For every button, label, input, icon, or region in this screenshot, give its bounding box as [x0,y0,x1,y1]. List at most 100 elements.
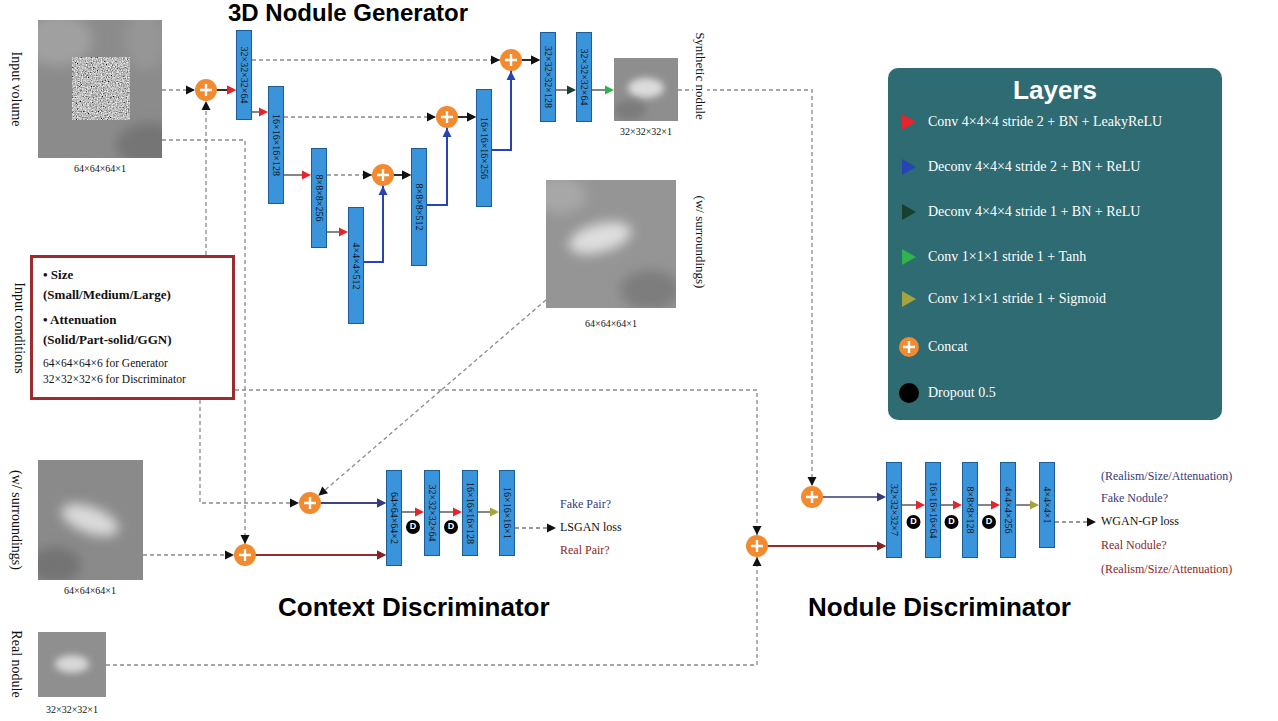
arrowhead [531,56,540,65]
ct-texture [116,123,162,158]
connector-line [200,400,310,503]
legend-swatch [898,288,920,310]
legend-title: Layers [1013,76,1097,105]
arrowhead [290,499,299,508]
concat-symbol [436,106,458,128]
arrowhead [363,171,372,180]
plus-mark [505,54,517,66]
layer-triangle [902,159,916,175]
connector [327,171,411,180]
layer-dims: 4×4×4×256 [1003,487,1014,534]
connector-line [427,117,447,205]
layer-block: 16×16×16×64 [925,462,941,558]
dimension-caption: 32×32×32×1 [620,126,672,137]
arrowhead [427,113,436,122]
connector [678,90,886,502]
layer-block: 32×32×32×64 [576,32,592,122]
connector [478,508,499,517]
ct-image-panel: (w/ surroundings)64×64×64×1 [546,180,676,308]
real-nodule-image [38,632,106,697]
ct-background [614,58,678,121]
arrowhead [531,56,540,65]
dropout-letter: D [410,522,417,532]
ct-texture [620,270,676,308]
arrowhead [507,71,516,80]
connector [902,501,925,510]
dropout-symbol [907,515,921,529]
side-label: (w/ surroundings) [8,470,23,570]
layer-dims: 4×4×4×1 [1042,487,1053,524]
arrowhead [567,86,576,95]
connector [206,86,236,256]
ct-input-image [38,20,162,158]
connector-line [284,174,304,175]
connector-line [478,511,492,512]
concat-symbol [372,164,394,186]
plus-mark [304,497,316,509]
side-label: (w/ surroundings) [693,196,707,289]
arrowhead [402,171,411,180]
concat-symbol [500,49,522,71]
arrowhead [1087,518,1096,527]
layer-dims: 32×32×32×64 [239,47,250,104]
layer-dims: 16×16×16×64 [928,482,939,539]
dropout-symbol [406,520,420,534]
noise-patch [72,57,130,120]
section-title: Nodule Discriminator [808,594,1071,620]
ct-texture [546,180,586,213]
nodule-blob [55,655,89,673]
connector-line [364,175,383,262]
connector-line [106,546,757,665]
connector [143,551,386,560]
side-label: Real nodule [8,630,23,697]
legend-swatch [898,382,920,404]
dropout-circles [406,515,996,534]
arrowhead [605,86,614,95]
legend-swatch [898,336,920,358]
layer-block: 8×8×8×256 [311,148,327,248]
connector-line [284,116,447,117]
connector [252,56,540,65]
arrowhead [377,551,386,560]
legend-text: Concat [928,339,968,354]
loss-name: LSGAN loss [560,521,622,534]
condition-values: (Solid/Part-solid/GGN) [43,330,222,350]
real-surroundings-image [38,460,143,580]
arrowhead [402,171,411,180]
layer-dims: 8×8×8×512 [414,184,425,231]
arrowhead [377,551,386,560]
concat-symbol [801,486,823,508]
arrowhead [877,493,886,502]
output-line [515,527,548,528]
connector-line [235,390,757,546]
arrowhead [339,228,348,237]
condition-shape: 32×32×32×6 for Discriminator [43,371,222,387]
layer-dims: 32×32×32×7 [889,484,900,536]
arrowhead [202,101,211,110]
layer-dims: 16×16×16×1 [502,487,513,539]
layer-dims: 32×32×32×128 [543,46,554,108]
arrowhead [916,501,925,510]
connector [556,86,576,95]
layer-dims: 32×32×32×64 [427,485,438,542]
arrowhead [753,526,762,535]
connector-line [978,504,993,505]
condition-values: (Small/Medium/Large) [43,285,222,305]
arrowhead [491,56,500,65]
condition-item: • Size [43,265,222,285]
loss-name: WGAN-GP loss [1101,515,1179,528]
arrowhead [467,113,476,122]
layer-block: 8×8×8×512 [411,148,427,266]
arrowhead [186,86,195,95]
arrowhead [753,557,762,566]
connector [252,108,268,117]
layer-dims: 8×8×8×128 [965,487,976,534]
arrowhead [302,171,311,180]
arrowhead [377,499,386,508]
arrowhead [227,86,236,95]
concat-circles [195,49,823,566]
concat-symbol [899,337,919,357]
connector-line [252,59,511,60]
connector-line [245,554,379,556]
nodule-blob [628,78,664,98]
